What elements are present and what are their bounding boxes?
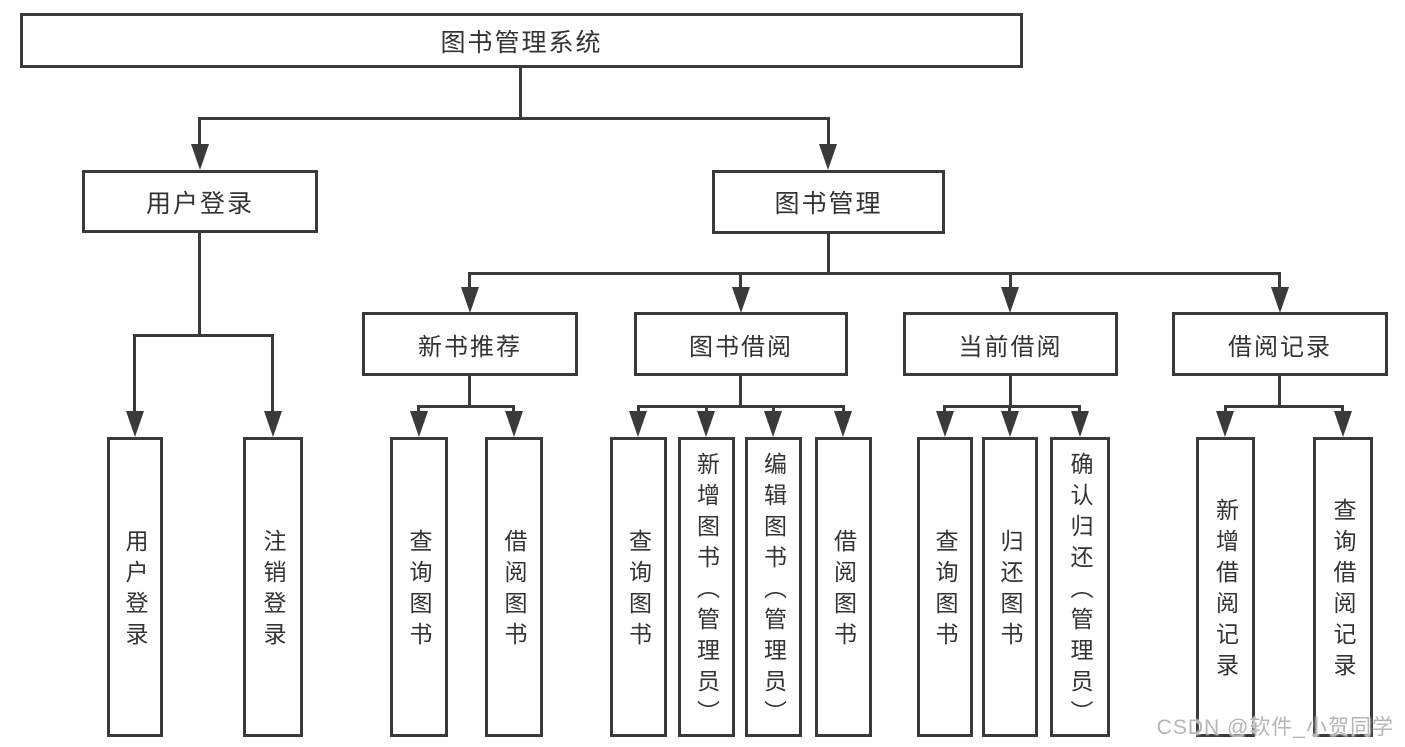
- leaf-edit-book-admin: 编辑图书（管理员）: [745, 437, 802, 737]
- connector-line: [739, 376, 742, 407]
- connector-line: [827, 234, 830, 274]
- connector-line: [418, 405, 515, 408]
- arrowhead: [834, 411, 852, 437]
- leaf-label: 借阅图书: [501, 529, 527, 653]
- node-user-login: 用户登录: [82, 170, 318, 233]
- leaf-query-books-borrow: 查询图书: [610, 437, 667, 737]
- connector-line: [1009, 376, 1012, 407]
- connector-line: [637, 405, 845, 408]
- arrowhead: [410, 411, 428, 437]
- connector-line: [637, 405, 640, 413]
- arrowhead: [1001, 287, 1019, 313]
- connector-line: [1278, 376, 1281, 407]
- arrowhead: [505, 411, 523, 437]
- node-label: 新书推荐: [418, 333, 522, 361]
- connector-line: [1078, 405, 1081, 413]
- connector-line: [772, 405, 775, 413]
- leaf-query-books-current: 查询图书: [917, 437, 973, 737]
- connector-line: [1008, 405, 1011, 413]
- arrowhead: [764, 411, 782, 437]
- leaf-add-book-admin: 新增图书（管理员）: [678, 437, 735, 737]
- connector-line: [469, 272, 1281, 275]
- node-new-book-recommend: 新书推荐: [362, 312, 578, 376]
- connector-line: [842, 405, 845, 413]
- leaf-user-login: 用户登录: [107, 437, 163, 737]
- connector-line: [417, 405, 420, 413]
- connector-line: [1341, 405, 1344, 413]
- leaf-add-borrow-record: 新增借阅记录: [1196, 437, 1255, 737]
- leaf-return-book: 归还图书: [982, 437, 1038, 737]
- node-label: 图书借阅: [689, 333, 793, 361]
- node-book-borrow: 图书借阅: [634, 312, 848, 376]
- node-label: 借阅记录: [1228, 333, 1332, 361]
- connector-line: [198, 117, 201, 145]
- leaf-label: 查询图书: [932, 529, 958, 653]
- arrowhead: [264, 411, 282, 437]
- leaf-borrow-books: 借阅图书: [815, 437, 872, 737]
- arrowhead: [1334, 411, 1352, 437]
- leaf-label: 查询图书: [406, 529, 432, 653]
- arrowhead: [936, 411, 954, 437]
- connector-line: [133, 334, 136, 414]
- node-book-management: 图书管理: [712, 170, 945, 234]
- arrowhead: [461, 287, 479, 313]
- leaf-label: 借阅图书: [830, 529, 857, 653]
- node-label: 当前借阅: [958, 333, 1063, 361]
- leaf-confirm-return-admin: 确认归还（管理员）: [1050, 437, 1110, 737]
- node-borrow-records: 借阅记录: [1172, 312, 1388, 376]
- connector-line: [198, 117, 830, 120]
- leaf-label: 新增借阅记录: [1212, 498, 1239, 684]
- arrowhead: [629, 411, 647, 437]
- connector-line: [512, 405, 515, 413]
- connector-line: [133, 334, 274, 337]
- connector-line: [705, 405, 708, 413]
- arrowhead: [1001, 411, 1019, 437]
- connector-line: [827, 117, 830, 145]
- arrowhead: [1271, 287, 1289, 313]
- leaf-query-books-recommend: 查询图书: [390, 437, 448, 737]
- connector-line: [468, 272, 471, 289]
- leaf-label: 注销登录: [260, 529, 286, 653]
- leaf-query-borrow-record: 查询借阅记录: [1313, 437, 1373, 737]
- arrowhead: [732, 287, 750, 313]
- node-label: 图书管理: [774, 190, 883, 218]
- connector-line: [1224, 405, 1227, 413]
- leaf-label: 编辑图书（管理员）: [760, 451, 787, 731]
- leaf-logout: 注销登录: [243, 437, 303, 737]
- leaf-label: 新增图书（管理员）: [693, 451, 720, 731]
- connector-line: [198, 233, 201, 337]
- connector-line: [1009, 272, 1012, 289]
- connector-line: [943, 405, 946, 413]
- node-label: 用户登录: [145, 189, 254, 218]
- connector-line: [468, 376, 471, 407]
- arrowhead: [1071, 411, 1089, 437]
- connector-line: [943, 405, 1081, 408]
- arrowhead: [126, 411, 144, 437]
- leaf-label: 查询图书: [625, 529, 652, 653]
- leaf-label: 用户登录: [122, 529, 148, 653]
- arrowhead: [819, 144, 837, 170]
- node-label: 图书管理系统: [440, 28, 603, 57]
- node-root: 图书管理系统: [20, 13, 1023, 68]
- leaf-label: 归还图书: [997, 529, 1023, 653]
- connector-line: [271, 334, 274, 414]
- connector-line: [519, 68, 522, 120]
- connector-line: [739, 272, 742, 289]
- arrowhead: [191, 144, 209, 170]
- arrowhead: [697, 411, 715, 437]
- connector-line: [1224, 405, 1344, 408]
- leaf-label: 确认归还（管理员）: [1067, 451, 1093, 731]
- node-current-borrow: 当前借阅: [903, 312, 1118, 376]
- leaf-label: 查询借阅记录: [1330, 498, 1356, 684]
- watermark: CSDN @软件_小贺同学: [1156, 716, 1394, 739]
- arrowhead: [1216, 411, 1234, 437]
- leaf-borrow-books-recommend: 借阅图书: [485, 437, 543, 737]
- connector-line: [1278, 272, 1281, 289]
